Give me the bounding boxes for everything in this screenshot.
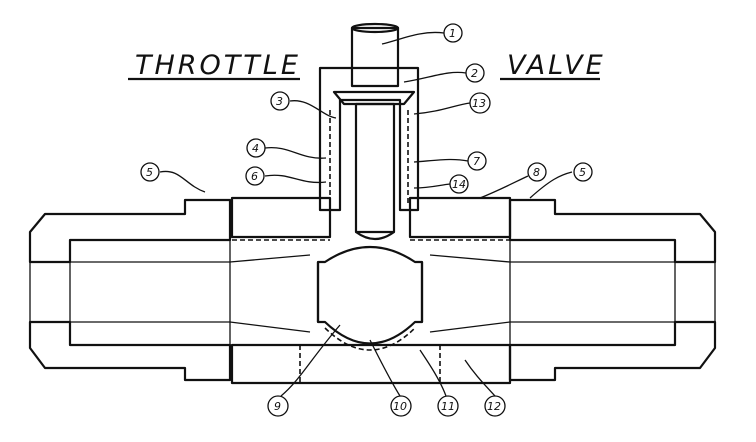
svg-text:9: 9 [274, 400, 281, 413]
valve-stem [332, 22, 416, 241]
callout-12: 12 [484, 395, 506, 417]
callout-1: 1 [443, 23, 463, 43]
svg-text:13: 13 [472, 97, 486, 110]
callout-11: 11 [437, 395, 459, 417]
callout-14: 14 [449, 174, 469, 194]
callout-5-left: 5 [140, 162, 160, 182]
svg-text:6: 6 [251, 170, 258, 183]
svg-text:5: 5 [146, 166, 153, 179]
callout-5-right: 5 [573, 162, 593, 182]
callout-10: 10 [390, 395, 412, 417]
leader-lines [159, 31, 573, 397]
callout-6: 6 [245, 166, 265, 186]
valve-body-upper [230, 196, 512, 241]
svg-text:3: 3 [276, 95, 283, 108]
svg-text:4: 4 [252, 142, 259, 155]
svg-text:10: 10 [393, 400, 407, 413]
title-throttle: THROTTLE [135, 50, 301, 81]
callout-4: 4 [246, 138, 266, 158]
callout-2: 2 [465, 63, 485, 83]
title-valve: VALVE [507, 50, 606, 81]
svg-text:8: 8 [533, 166, 540, 179]
flow-passage [70, 240, 675, 345]
svg-text:2: 2 [471, 67, 478, 80]
callout-7: 7 [467, 151, 487, 171]
left-end-fitting [28, 198, 232, 382]
callout-8: 8 [527, 162, 547, 182]
callout-13: 13 [469, 92, 491, 114]
bonnet-housing [318, 66, 420, 212]
callout-9: 9 [267, 395, 289, 417]
svg-text:5: 5 [579, 166, 586, 179]
svg-text:12: 12 [487, 400, 501, 413]
right-end-fitting [508, 198, 717, 382]
valve-body-lower [230, 343, 512, 385]
callout-3: 3 [270, 91, 290, 111]
svg-text:1: 1 [449, 27, 456, 40]
svg-text:7: 7 [473, 155, 480, 168]
ball-element [316, 246, 424, 351]
svg-text:11: 11 [441, 400, 455, 413]
svg-text:14: 14 [452, 178, 466, 191]
